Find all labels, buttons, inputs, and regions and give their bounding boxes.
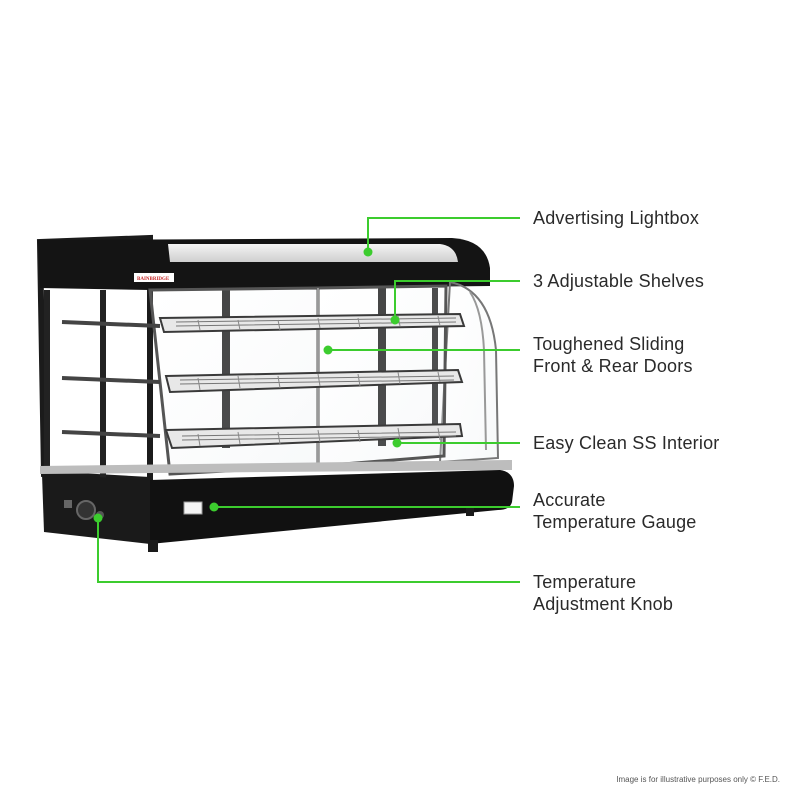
callout-temperature-gauge: Accurate Temperature Gauge [533,489,697,533]
temperature-gauge [183,501,203,515]
advertising-lightbox-panel [168,244,458,262]
callout-text: Advertising Lightbox [533,208,700,228]
temperature-knob [76,500,96,520]
callout-lines [97,217,520,583]
callout-text: 3 Adjustable Shelves [533,271,705,291]
illustrative-disclaimer: Image is for illustrative purposes only … [616,775,780,784]
callout-text: Toughened Sliding [533,334,685,354]
callout-text: Front & Rear Doors [533,356,693,376]
callout-adjustable-shelves: 3 Adjustable Shelves [533,270,704,292]
callout-clean-interior: Easy Clean SS Interior [533,432,719,454]
callout-text: Easy Clean SS Interior [533,433,720,453]
callout-sliding-doors: Toughened Sliding Front & Rear Doors [533,333,693,377]
callout-text: Temperature [533,572,637,592]
callout-advertising-lightbox: Advertising Lightbox [533,207,699,229]
callout-adjustment-knob: Temperature Adjustment Knob [533,571,673,615]
top-canopy: BAINBRIDGE [38,238,490,290]
callout-text: Adjustment Knob [533,594,674,614]
wire-shelves [61,312,466,450]
callout-dots [93,247,402,523]
callout-text: Accurate [533,490,606,510]
callout-text: Temperature Gauge [533,512,697,532]
brand-logo: BAINBRIDGE [137,277,170,282]
